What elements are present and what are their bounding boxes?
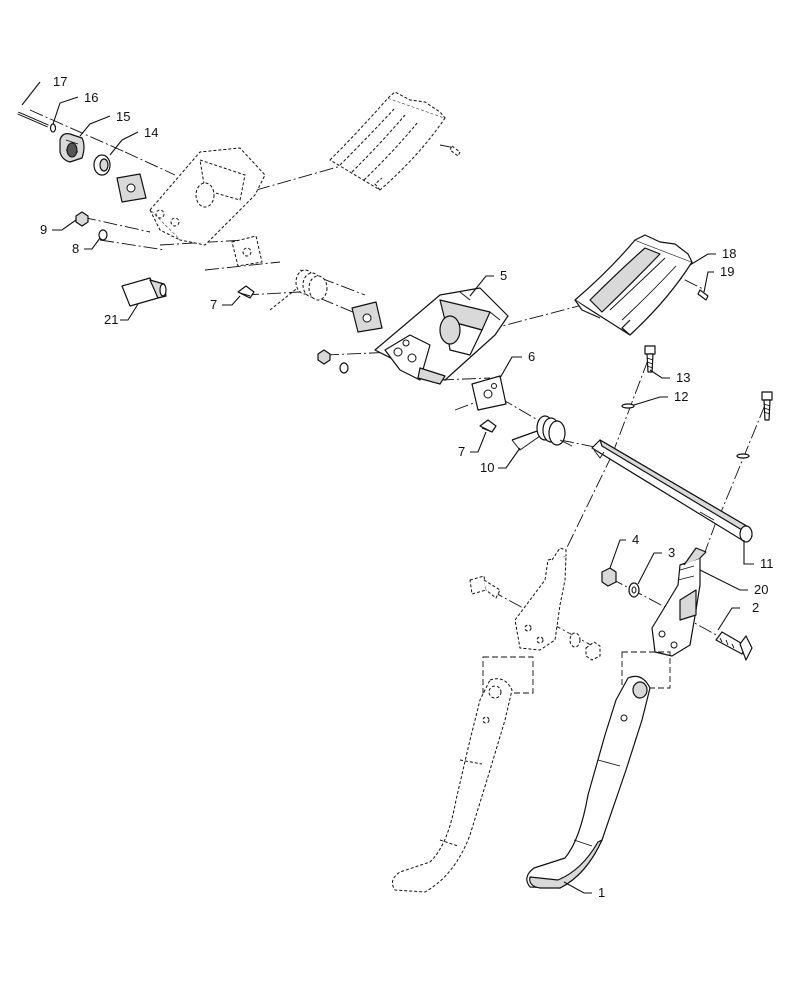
callout-20: 20 [754, 582, 768, 597]
callout-8: 8 [72, 241, 79, 256]
callout-7-lower: 7 [458, 444, 465, 459]
screw-7-lower [479, 419, 497, 433]
pedal-arm-bracket-20 [651, 547, 707, 657]
bolt-13 [644, 345, 656, 373]
pedal-housing-ghost [149, 147, 266, 246]
callout-17: 17 [53, 74, 67, 89]
pedal-arm-bracket-ghost [514, 547, 567, 651]
callout-9: 9 [40, 222, 47, 237]
callout-10: 10 [480, 460, 494, 475]
callout-labels: 17 16 15 14 9 8 21 7 5 6 18 19 13 12 7 1… [40, 74, 774, 900]
callout-14: 14 [144, 125, 158, 140]
washer-left-arm [569, 632, 581, 648]
callout-4: 4 [632, 532, 639, 547]
callout-7-upper: 7 [210, 297, 217, 312]
nut-9 [75, 211, 89, 227]
callout-6: 6 [528, 349, 535, 364]
nut-lower [317, 349, 331, 365]
pivot-shaft-11 [591, 439, 753, 543]
screw-7-upper [237, 285, 255, 299]
clip-16 [49, 123, 57, 133]
screw-ghost [449, 145, 461, 157]
bolt-left-arm [469, 575, 501, 599]
pedal-arm-1 [526, 675, 651, 889]
washer-lower [339, 362, 349, 374]
callout-16: 16 [84, 90, 98, 105]
clevis-pin-21 [121, 277, 167, 307]
bolt-2 [715, 631, 753, 661]
screw-19 [697, 289, 709, 301]
callout-5: 5 [500, 268, 507, 283]
callout-19: 19 [720, 264, 734, 279]
mount-plate-6 [471, 375, 507, 411]
washer-12 [621, 403, 635, 409]
washer-8 [98, 229, 108, 241]
callout-1: 1 [598, 885, 605, 900]
mount-plate-upper-left [116, 173, 147, 203]
mount-plate-ghost-mid [231, 235, 263, 267]
bolt-right [761, 391, 773, 421]
torsion-spring-10 [511, 415, 573, 451]
pedal-pad-18 [574, 234, 693, 336]
leader-lines [21, 81, 754, 894]
pedal-arm-ghost [391, 678, 513, 893]
callout-11: 11 [760, 556, 774, 571]
callout-21: 21 [104, 312, 118, 327]
washer-3 [628, 582, 640, 598]
nut-4 [601, 567, 617, 587]
pin-17 [17, 111, 49, 128]
washer-right [736, 453, 750, 459]
callout-2: 2 [752, 600, 759, 615]
pedal-housing-5 [374, 287, 509, 385]
callout-12: 12 [674, 389, 688, 404]
pedal-pad-ghost [329, 91, 446, 191]
bracket-15 [59, 133, 85, 163]
callout-3: 3 [668, 545, 675, 560]
nut-left-arm [585, 641, 601, 661]
bushing-14 [93, 154, 111, 176]
mount-plate-upper [351, 301, 383, 333]
spring-ghost [269, 269, 328, 311]
callout-13: 13 [676, 370, 690, 385]
callout-18: 18 [722, 246, 736, 261]
callout-15: 15 [116, 109, 130, 124]
